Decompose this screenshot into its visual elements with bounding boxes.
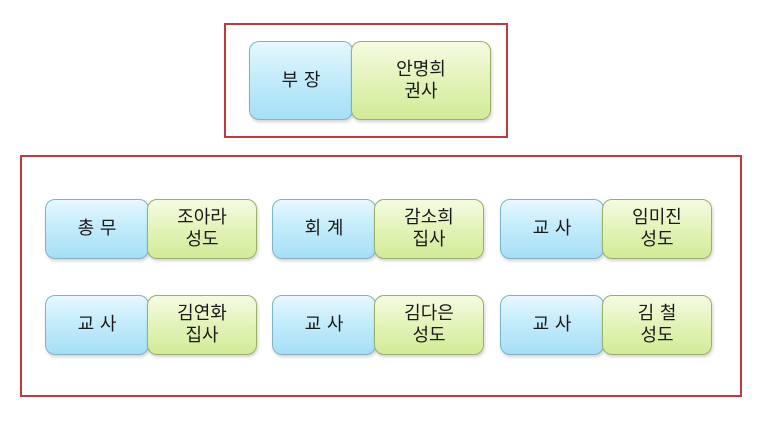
member-role-label: 교 사	[77, 314, 117, 335]
member-person-title: 성도	[640, 229, 674, 250]
member-pair-1: 총 무 조아라 성도	[45, 199, 257, 259]
member-pair-6: 교 사 김 철 성도	[500, 295, 712, 355]
head-pair: 부 장 안명희 권사	[249, 41, 491, 120]
members-group-frame	[20, 155, 742, 397]
head-group-frame	[224, 23, 508, 138]
member-role-box: 총 무	[45, 199, 149, 259]
member-person-name: 조아라	[177, 207, 227, 228]
member-person-name: 김연화	[177, 303, 227, 324]
member-person-name: 김다은	[404, 303, 454, 324]
member-pair-4: 교 사 김연화 집사	[45, 295, 257, 355]
member-role-label: 교 사	[532, 314, 572, 335]
member-role-box: 교 사	[45, 295, 149, 355]
member-person-title: 집사	[412, 229, 446, 250]
head-person-name: 안명희	[396, 58, 446, 80]
member-person-title: 집사	[185, 325, 219, 346]
member-role-box: 회 계	[272, 199, 376, 259]
member-role-label: 회 계	[304, 218, 344, 239]
member-role-box: 교 사	[272, 295, 376, 355]
member-person-title: 성도	[640, 325, 674, 346]
member-person-box: 감소희 집사	[374, 199, 484, 259]
member-person-name: 김 철	[637, 303, 677, 324]
head-role-box: 부 장	[249, 41, 353, 120]
member-person-box: 임미진 성도	[602, 199, 712, 259]
member-pair-2: 회 계 감소희 집사	[272, 199, 484, 259]
member-person-title: 성도	[412, 325, 446, 346]
member-role-box: 교 사	[500, 295, 604, 355]
member-person-title: 성도	[185, 229, 219, 250]
head-person-title: 권사	[404, 80, 438, 102]
member-person-box: 조아라 성도	[147, 199, 257, 259]
member-role-label: 교 사	[532, 218, 572, 239]
member-role-label: 총 무	[77, 218, 117, 239]
member-person-box: 김 철 성도	[602, 295, 712, 355]
member-person-box: 김다은 성도	[374, 295, 484, 355]
member-role-box: 교 사	[500, 199, 604, 259]
member-role-label: 교 사	[304, 314, 344, 335]
member-person-box: 김연화 집사	[147, 295, 257, 355]
member-pair-3: 교 사 임미진 성도	[500, 199, 712, 259]
head-role-label: 부 장	[281, 69, 321, 91]
member-pair-5: 교 사 김다은 성도	[272, 295, 484, 355]
head-person-box: 안명희 권사	[351, 41, 491, 120]
member-person-name: 감소희	[404, 207, 454, 228]
member-person-name: 임미진	[632, 207, 682, 228]
